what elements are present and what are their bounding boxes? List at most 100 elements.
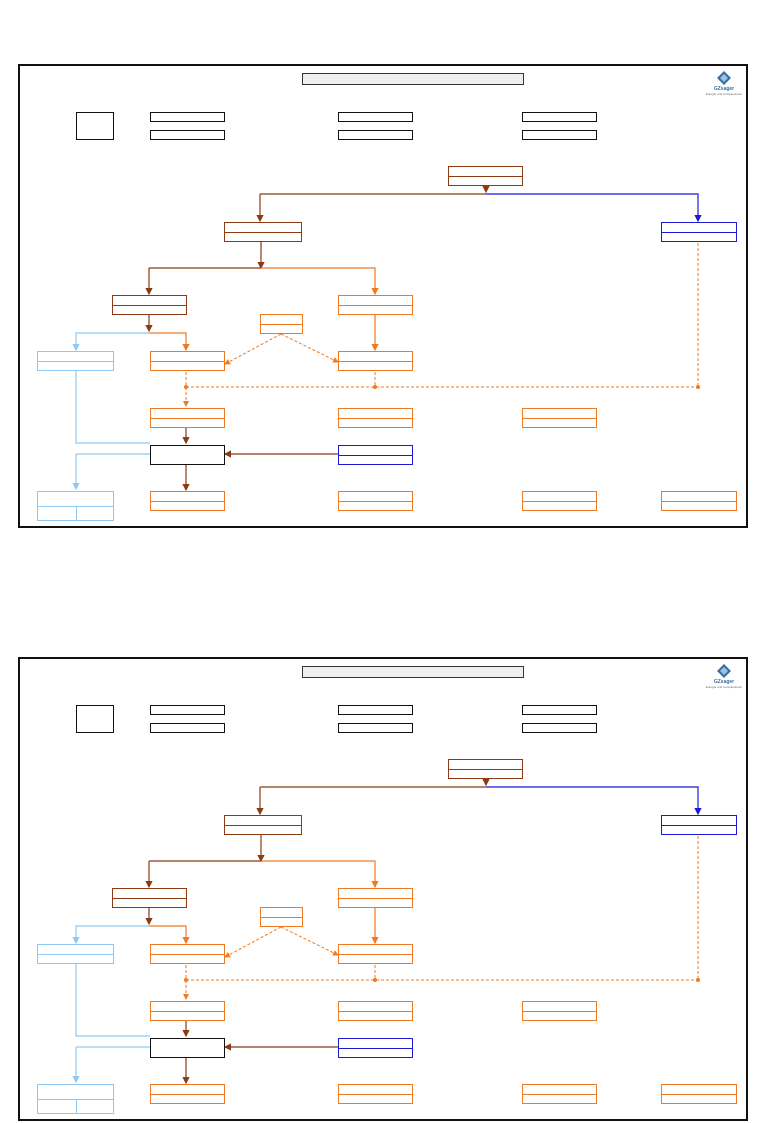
- node-divider: [151, 1094, 224, 1095]
- node-box-center-black: [150, 1038, 225, 1058]
- node-box-level5-b: [338, 408, 413, 428]
- node-box-level2-right-blue: [661, 815, 737, 835]
- node-divider: [225, 825, 301, 826]
- company-logo: GZsager Energie und Complexionen: [704, 70, 744, 100]
- node-box-legend-square: [76, 705, 114, 733]
- node-box-level5-c: [522, 1001, 597, 1021]
- node-divider: [339, 1094, 412, 1095]
- node-divider: [339, 898, 412, 899]
- node-box-header-2-top: [338, 112, 413, 122]
- node-box-level4-right: [338, 351, 413, 371]
- node-box-bottom-b: [338, 1084, 413, 1104]
- node-divider: [662, 232, 736, 233]
- node-divider: [662, 1094, 736, 1095]
- node-box-bottom-d: [661, 491, 737, 511]
- node-divider: [523, 1094, 596, 1095]
- node-divider: [261, 917, 302, 918]
- node-divider: [38, 361, 113, 362]
- node-box-root-node: [448, 759, 523, 779]
- node-box-bottom-a: [150, 491, 225, 511]
- diamond-logo-icon: [717, 664, 731, 678]
- node-divider: [339, 1048, 412, 1049]
- node-divider: [339, 305, 412, 306]
- node-box-bottom-d: [661, 1084, 737, 1104]
- node-box-lightblue-bottom: [37, 1084, 114, 1114]
- node-box-lightblue-top: [37, 351, 114, 371]
- node-divider-vertical: [75, 506, 77, 520]
- node-divider: [113, 305, 186, 306]
- diagram-panel-2: GZsager Energie und Complexionen: [18, 657, 748, 1121]
- company-logo: GZsager Energie und Complexionen: [704, 663, 744, 693]
- node-box-header-1-bottom: [150, 723, 225, 733]
- node-box-header-3-bottom: [522, 130, 597, 140]
- node-box-header-2-bottom: [338, 723, 413, 733]
- diamond-logo-icon: [717, 71, 731, 85]
- node-box-header-2-top: [338, 705, 413, 715]
- node-box-level3-right: [338, 295, 413, 315]
- node-divider: [449, 176, 522, 177]
- node-box-small-center: [260, 314, 303, 334]
- node-divider: [339, 954, 412, 955]
- node-box-level3-left: [112, 888, 187, 908]
- node-box-blue-right: [338, 445, 413, 465]
- node-box-level2-left: [224, 222, 302, 242]
- node-box-level2-left: [224, 815, 302, 835]
- node-box-bottom-b: [338, 491, 413, 511]
- node-box-bottom-a: [150, 1084, 225, 1104]
- node-divider: [523, 1011, 596, 1012]
- node-divider-vertical: [75, 1099, 77, 1113]
- node-box-header-1-bottom: [150, 130, 225, 140]
- node-divider: [449, 769, 522, 770]
- node-box-level3-right: [338, 888, 413, 908]
- node-divider: [339, 361, 412, 362]
- node-divider: [151, 418, 224, 419]
- node-box-level2-right-blue: [661, 222, 737, 242]
- node-divider: [662, 825, 736, 826]
- node-box-level3-left: [112, 295, 187, 315]
- node-box-level5-b: [338, 1001, 413, 1021]
- node-box-header-3-top: [522, 705, 597, 715]
- node-box-level4-right: [338, 944, 413, 964]
- node-box-lightblue-top: [37, 944, 114, 964]
- node-divider: [151, 501, 224, 502]
- node-box-header-2-bottom: [338, 130, 413, 140]
- node-divider: [113, 898, 186, 899]
- node-box-header-3-top: [522, 112, 597, 122]
- diagram-title-bar: [302, 666, 524, 678]
- node-box-level4-left: [150, 944, 225, 964]
- node-divider: [339, 418, 412, 419]
- node-divider: [225, 232, 301, 233]
- brand-name: GZsager: [713, 679, 735, 685]
- node-divider: [38, 954, 113, 955]
- node-divider: [339, 501, 412, 502]
- diagram-panel-1: GZsager Energie und Complexionen: [18, 64, 748, 528]
- brand-tagline: Energie und Complexionen: [705, 685, 743, 689]
- node-box-root-node: [448, 166, 523, 186]
- node-box-blue-right: [338, 1038, 413, 1058]
- diagram-title-bar: [302, 73, 524, 85]
- node-box-center-black: [150, 445, 225, 465]
- node-box-legend-square: [76, 112, 114, 140]
- node-divider: [523, 501, 596, 502]
- node-box-small-center: [260, 907, 303, 927]
- node-divider: [339, 1011, 412, 1012]
- node-box-level5-a: [150, 1001, 225, 1021]
- node-box-bottom-c: [522, 1084, 597, 1104]
- node-box-header-3-bottom: [522, 723, 597, 733]
- node-divider: [261, 324, 302, 325]
- node-box-lightblue-bottom: [37, 491, 114, 521]
- node-divider: [151, 1011, 224, 1012]
- connector-lines: [72, 178, 702, 492]
- node-box-header-1-top: [150, 705, 225, 715]
- node-divider: [151, 954, 224, 955]
- node-box-bottom-c: [522, 491, 597, 511]
- node-divider: [662, 501, 736, 502]
- brand-name: GZsager: [713, 86, 735, 92]
- node-box-level4-left: [150, 351, 225, 371]
- node-divider: [151, 361, 224, 362]
- node-divider: [339, 455, 412, 456]
- brand-tagline: Energie und Complexionen: [705, 92, 743, 96]
- node-box-level5-c: [522, 408, 597, 428]
- node-box-level5-a: [150, 408, 225, 428]
- node-divider: [523, 418, 596, 419]
